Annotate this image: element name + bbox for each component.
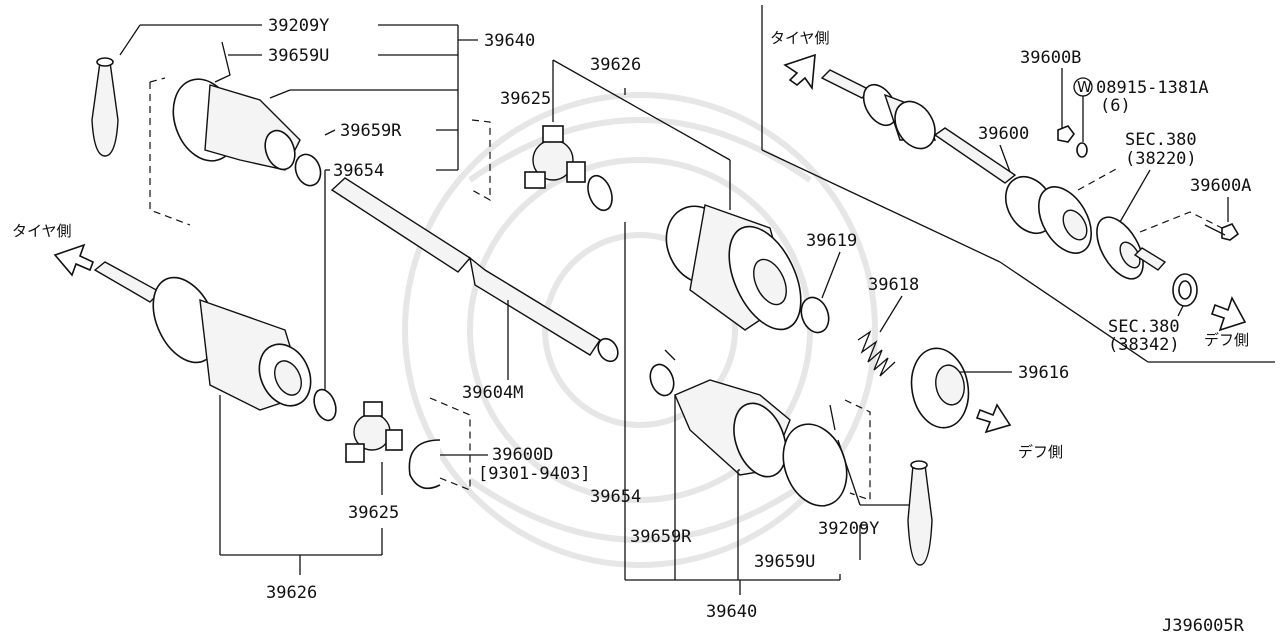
part-number-08915-1381A: 08915-1381A	[1096, 78, 1209, 98]
part-number-39659U-bottom: 39659U	[754, 552, 815, 572]
inset-oil-seal	[1172, 273, 1198, 307]
inner-boot-bottom	[674, 379, 791, 478]
inset-nut-washer	[1057, 125, 1088, 158]
snap-ring-center	[587, 174, 613, 212]
spider-top	[524, 125, 586, 189]
diff-side-arrow-icon	[975, 403, 1012, 434]
outer-joint-housing	[93, 261, 312, 411]
part-number-39604M: 39604M	[462, 383, 523, 403]
part-number-39209Y-bottom: 39209Y	[818, 519, 879, 539]
part-number-39600D-range: [9301-9403]	[478, 464, 591, 484]
part-number-39625-top: 39625	[500, 89, 551, 109]
part-number-39600: 39600	[978, 124, 1029, 144]
part-number-39600B: 39600B	[1020, 48, 1081, 68]
inset-flange-hub	[1096, 216, 1167, 280]
spacer-39619	[800, 296, 830, 334]
snap-ring-left	[313, 388, 337, 422]
inset-diff-arrow-icon	[1210, 295, 1247, 332]
part-number-39659R-top: 39659R	[340, 121, 402, 141]
inset-tire-side-label: タイヤ側	[770, 29, 830, 47]
inset-panel: タイヤ側 デフ側 39600B W 08915-1381A (6) 39600 …	[761, 5, 1275, 363]
part-number-39640-top: 39640	[484, 31, 535, 51]
part-number-39616: 39616	[1018, 363, 1069, 383]
part-number-39600A: 39600A	[1190, 176, 1251, 196]
part-number-39659U-top: 39659U	[268, 46, 329, 66]
watermark-emblem	[402, 92, 878, 568]
boot-band-top-left	[91, 57, 119, 157]
washer-quantity: (6)	[1100, 96, 1131, 116]
tire-side-label: タイヤ側	[12, 222, 72, 240]
part-number-39626-top: 39626	[590, 55, 641, 75]
sec-380-top-code: (38220)	[1125, 149, 1197, 169]
outer-boot-top-left	[172, 41, 301, 171]
spider-bottom	[345, 401, 403, 463]
diff-side-label: デフ側	[1018, 443, 1063, 461]
document-code: J396005R	[1162, 616, 1245, 636]
cap-39616	[910, 347, 970, 429]
inset-tire-arrow-icon	[783, 53, 816, 91]
part-number-39618: 39618	[868, 275, 919, 295]
part-number-39209Y-top: 39209Y	[268, 16, 329, 36]
part-number-39600D: 39600D	[492, 445, 553, 465]
part-number-39619: 39619	[806, 231, 857, 251]
clamp-ring-top-left	[294, 153, 322, 187]
sec-380-bottom: SEC.380	[1108, 317, 1180, 337]
inner-joint-housing	[665, 204, 802, 331]
inset-drive-shaft	[820, 69, 1093, 254]
clamp-ring-bottom	[649, 349, 676, 397]
part-number-39625-bottom: 39625	[348, 503, 399, 523]
spring-39618	[857, 330, 896, 377]
inset-diff-side-label: デフ側	[1204, 331, 1249, 349]
snap-ring-39600D	[408, 439, 441, 490]
sec-380-bottom-code: (38342)	[1108, 335, 1180, 355]
part-number-39654-bottom: 39654	[590, 487, 641, 507]
part-number-39640-bottom: 39640	[706, 602, 757, 622]
part-number-39654-top: 39654	[333, 161, 384, 181]
washer-marker: W	[1077, 78, 1092, 96]
part-number-39659R-bottom: 39659R	[630, 527, 692, 547]
tire-side-arrow-icon	[53, 243, 95, 277]
sec-380-top: SEC.380	[1125, 130, 1197, 150]
part-number-39626-bottom: 39626	[266, 583, 317, 603]
boot-band-bottom-right	[907, 460, 933, 566]
drive-shaft-39604M	[330, 177, 619, 363]
inset-bolt	[1204, 223, 1240, 241]
